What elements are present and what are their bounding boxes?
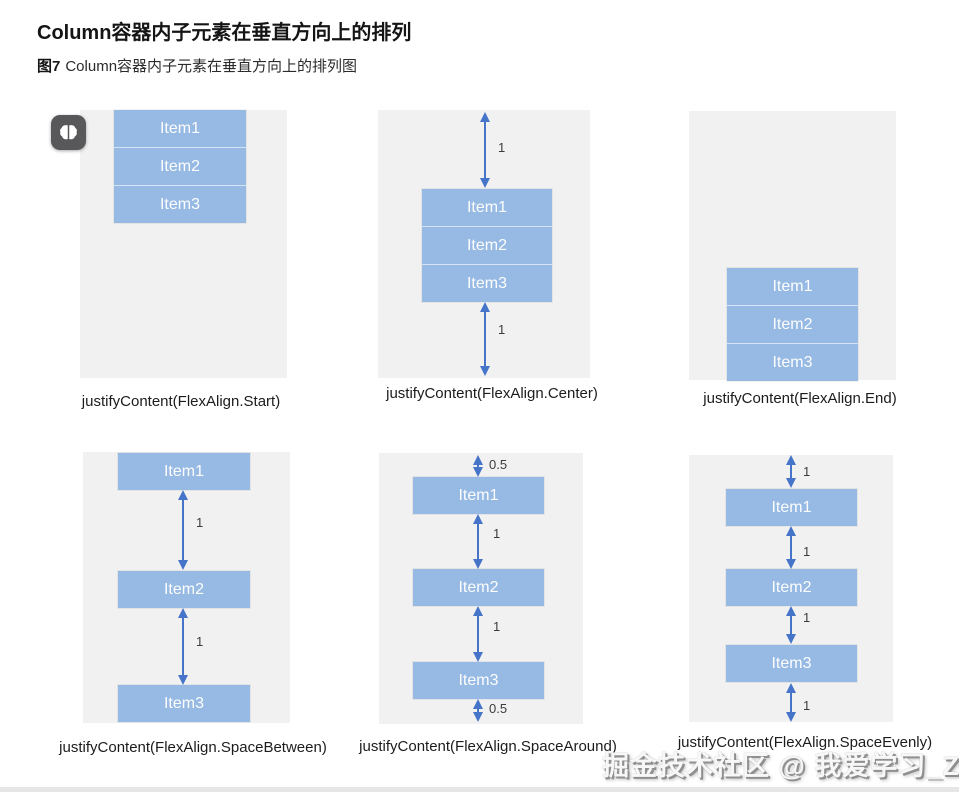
- panel-flexalign-center: 1 Item1 Item2 Item3 1: [378, 110, 590, 378]
- item3-block: Item3: [114, 185, 246, 223]
- figure-number: 图7: [37, 58, 61, 75]
- item2-block: Item2: [726, 569, 857, 606]
- item3-block: Item3: [413, 662, 544, 699]
- gap-value: 1: [196, 515, 204, 530]
- gap-arrow: [479, 302, 491, 376]
- caption-flexalign-spaceevenly: justifyContent(FlexAlign.SpaceEvenly): [677, 734, 933, 751]
- item1-block: Item1: [114, 110, 246, 147]
- gap-arrow: [785, 606, 797, 644]
- gap-arrow: [177, 490, 189, 570]
- gap-value: 1: [803, 698, 811, 713]
- panel-flexalign-spacearound: 0.5 Item1 1 Item2 1 Item3 0.5: [379, 453, 583, 724]
- watermark: 掘金技术社区 @ 我爱学习_ZL: [602, 751, 959, 781]
- gap-value: 1: [493, 619, 501, 634]
- brain-icon: [60, 125, 77, 140]
- gap-arrow: [472, 455, 484, 477]
- item1-block: Item1: [413, 477, 544, 514]
- gap-arrow: [472, 699, 484, 722]
- item-stack: Item1 Item2 Item3: [422, 189, 552, 302]
- item-stack: Item1 Item2 Item3: [727, 268, 858, 381]
- caption-flexalign-spacebetween: justifyContent(FlexAlign.SpaceBetween): [59, 739, 327, 756]
- floating-badge-button[interactable]: [51, 115, 86, 150]
- gap-value: 1: [803, 464, 811, 479]
- gap-arrow: [785, 455, 797, 488]
- gap-value: 1: [196, 634, 204, 649]
- page-title: Column容器内子元素在垂直方向上的排列: [37, 22, 412, 44]
- gap-arrow: [472, 514, 484, 569]
- item1-block: Item1: [422, 189, 552, 226]
- panel-flexalign-spaceevenly: 1 Item1 1 Item2 1 Item3 1: [689, 455, 893, 722]
- panel-flexalign-start: Item1 Item2 Item3: [80, 110, 287, 378]
- item2-block: Item2: [413, 569, 544, 606]
- gap-value: 0.5: [489, 701, 508, 716]
- item2-block: Item2: [422, 226, 552, 264]
- item3-block: Item3: [727, 343, 858, 381]
- gap-arrow: [479, 112, 491, 188]
- figure-caption-text: Column容器内子元素在垂直方向上的排列图: [65, 58, 358, 75]
- caption-flexalign-spacearound: justifyContent(FlexAlign.SpaceAround): [359, 738, 617, 755]
- item3-block: Item3: [422, 264, 552, 302]
- gap-arrow: [785, 683, 797, 722]
- panel-flexalign-spacebetween: Item1 1 Item2 1 Item3: [83, 452, 290, 723]
- item3-block: Item3: [118, 685, 250, 722]
- caption-flexalign-end: justifyContent(FlexAlign.End): [703, 390, 897, 407]
- gap-value: 1: [493, 526, 501, 541]
- item2-block: Item2: [118, 571, 250, 608]
- gap-value: 1: [498, 322, 506, 337]
- item3-block: Item3: [726, 645, 857, 682]
- item1-block: Item1: [727, 268, 858, 305]
- item1-block: Item1: [726, 489, 857, 526]
- item-stack: Item1 Item2 Item3: [114, 110, 246, 223]
- item2-block: Item2: [727, 305, 858, 343]
- panel-flexalign-end: Item1 Item2 Item3: [689, 111, 896, 381]
- gap-value: 0.5: [489, 457, 508, 472]
- gap-value: 1: [498, 140, 506, 155]
- item2-block: Item2: [114, 147, 246, 185]
- item1-block: Item1: [118, 453, 250, 490]
- caption-flexalign-start: justifyContent(FlexAlign.Start): [81, 393, 281, 410]
- gap-arrow: [785, 526, 797, 569]
- gap-value: 1: [803, 544, 811, 559]
- gap-value: 1: [803, 610, 811, 625]
- bottom-divider: [0, 787, 959, 792]
- gap-arrow: [177, 608, 189, 685]
- caption-flexalign-center: justifyContent(FlexAlign.Center): [386, 385, 598, 402]
- gap-arrow: [472, 606, 484, 662]
